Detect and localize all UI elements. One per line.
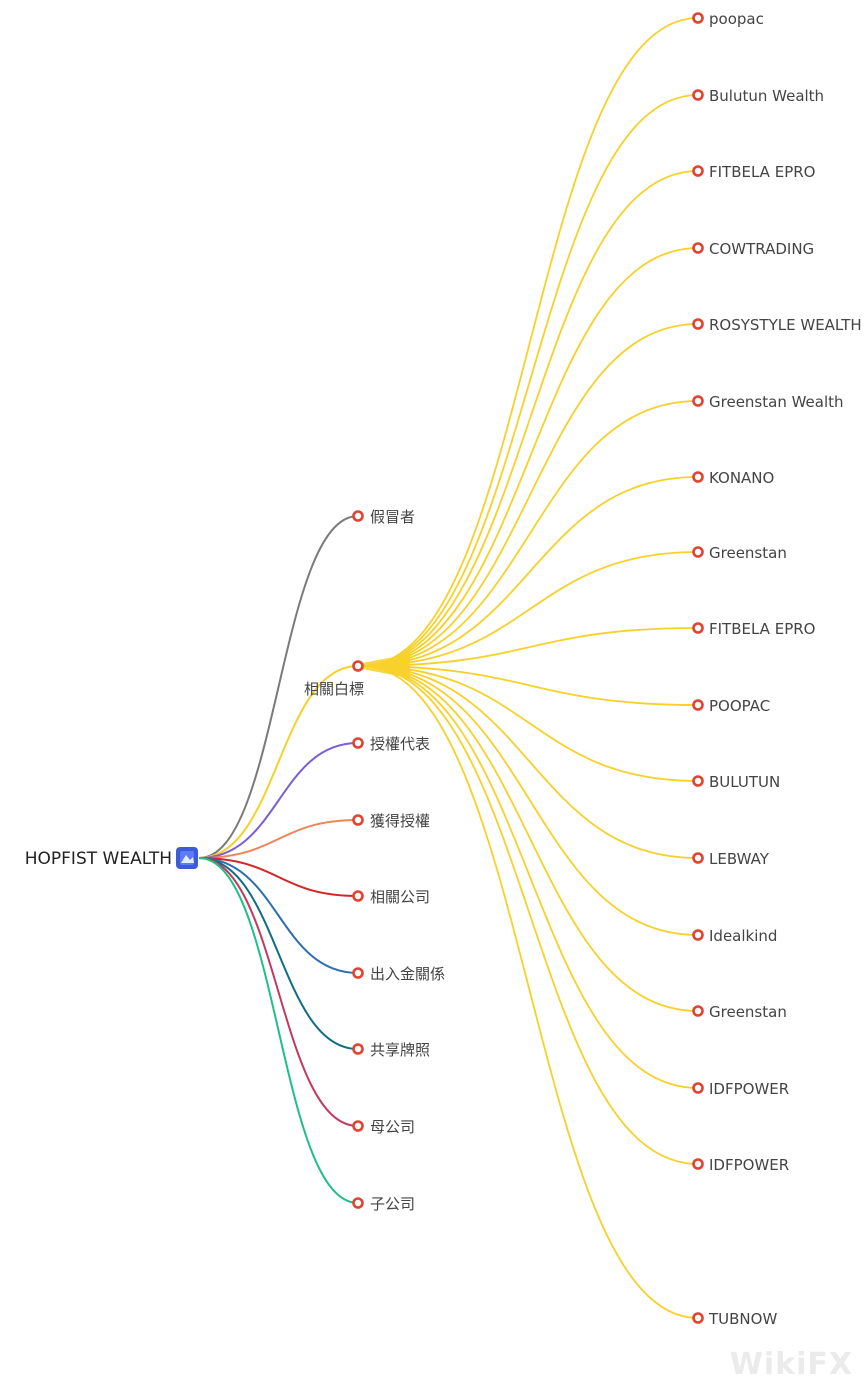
white-label-edge — [361, 94, 699, 667]
white-label-node[interactable] — [692, 395, 704, 407]
category-node-authorized-rep[interactable] — [352, 737, 364, 749]
white-label-node[interactable] — [692, 471, 704, 483]
white-label-name: Greenstan — [709, 544, 787, 562]
white-label-name: IDFPOWER — [709, 1156, 789, 1174]
category-edge-white-label — [198, 665, 359, 859]
category-label-authorized-rep: 授權代表 — [370, 735, 430, 753]
category-edge-authorized-rep — [198, 742, 359, 859]
company-logo-icon[interactable] — [176, 847, 198, 869]
white-label-node[interactable] — [692, 242, 704, 254]
category-label-related-company: 相關公司 — [370, 888, 430, 906]
white-label-edge — [361, 665, 699, 859]
white-label-edge — [361, 665, 699, 706]
white-label-node[interactable] — [692, 775, 704, 787]
white-label-edge — [361, 170, 699, 667]
root-node[interactable]: HOPFIST WEALTH — [25, 847, 198, 869]
white-label-name: KONANO — [709, 469, 774, 487]
white-label-node[interactable] — [692, 622, 704, 634]
white-label-edge — [361, 665, 699, 1089]
white-label-node[interactable] — [692, 1158, 704, 1170]
white-label-node[interactable] — [692, 546, 704, 558]
white-label-edge — [361, 627, 699, 667]
white-label-name: LEBWAY — [709, 850, 770, 868]
category-label-subsidiary: 子公司 — [370, 1195, 415, 1213]
white-label-name: BULUTUN — [709, 773, 780, 791]
category-label-fund-relation: 出入金關係 — [370, 965, 445, 983]
white-label-name: POOPAC — [709, 697, 770, 715]
category-label-impostor: 假冒者 — [370, 508, 415, 526]
white-label-edge — [361, 665, 699, 1319]
watermark: WikiFX — [729, 1347, 853, 1382]
white-label-name: Greenstan Wealth — [709, 393, 844, 411]
white-label-node[interactable] — [692, 1005, 704, 1017]
white-label-name: Bulutun Wealth — [709, 87, 824, 105]
white-label-name: FITBELA EPRO — [709, 163, 815, 181]
white-label-edge — [361, 17, 699, 667]
white-label-name: poopac — [709, 10, 764, 28]
white-label-node[interactable] — [692, 699, 704, 711]
white-label-node[interactable] — [692, 1082, 704, 1094]
tree-edges — [198, 17, 699, 1319]
white-label-node[interactable] — [692, 852, 704, 864]
category-edge-authorized — [198, 819, 359, 859]
category-label-parent: 母公司 — [370, 1118, 415, 1136]
category-node-shared-license[interactable] — [352, 1043, 364, 1055]
category-node-parent[interactable] — [352, 1120, 364, 1132]
category-edge-subsidiary — [198, 857, 359, 1204]
white-label-edge — [361, 665, 699, 936]
category-node-authorized[interactable] — [352, 814, 364, 826]
white-label-name: COWTRADING — [709, 240, 814, 258]
category-node-white-label[interactable] — [352, 660, 364, 672]
white-label-edge — [361, 323, 699, 667]
category-edge-fund-relation — [198, 857, 359, 974]
white-label-edge — [361, 665, 699, 1012]
white-label-node[interactable] — [692, 165, 704, 177]
white-label-hub — [362, 654, 410, 678]
category-node-impostor[interactable] — [352, 510, 364, 522]
root-label: HOPFIST WEALTH — [25, 849, 172, 869]
category-edge-shared-license — [198, 857, 359, 1050]
category-node-fund-relation[interactable] — [352, 967, 364, 979]
white-label-name: Greenstan — [709, 1003, 787, 1021]
white-label-edge — [361, 551, 699, 667]
white-label-node[interactable] — [692, 89, 704, 101]
white-label-edge — [361, 247, 699, 667]
category-edge-related-company — [198, 857, 359, 897]
white-label-name: FITBELA EPRO — [709, 620, 815, 638]
white-label-edge — [361, 665, 699, 1165]
white-label-node[interactable] — [692, 929, 704, 941]
white-label-name: ROSYSTYLE WEALTH — [709, 316, 862, 334]
white-label-node[interactable] — [692, 12, 704, 24]
white-label-name: Idealkind — [709, 927, 777, 945]
white-label-edge — [361, 476, 699, 667]
white-label-node[interactable] — [692, 318, 704, 330]
category-node-related-company[interactable] — [352, 890, 364, 902]
category-node-subsidiary[interactable] — [352, 1197, 364, 1209]
white-label-name: TUBNOW — [708, 1310, 777, 1328]
category-edge-impostor — [198, 515, 359, 859]
category-edge-parent — [198, 857, 359, 1127]
category-label-authorized: 獲得授權 — [370, 812, 430, 830]
white-label-edge — [361, 400, 699, 667]
category-label-shared-license: 共享牌照 — [370, 1041, 430, 1059]
white-label-edge — [361, 665, 699, 782]
category-label-white-label: 相關白標 — [304, 680, 364, 698]
white-label-node[interactable] — [692, 1312, 704, 1324]
white-label-name: IDFPOWER — [709, 1080, 789, 1098]
